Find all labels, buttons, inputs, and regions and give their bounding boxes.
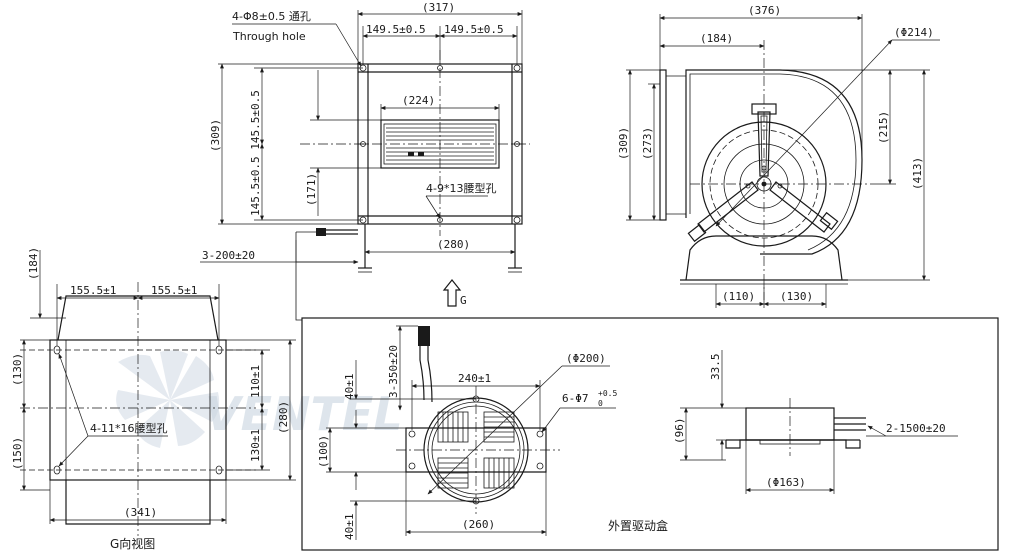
watermark: VENTEL	[116, 350, 403, 448]
driver-dim-cable: 3-350±20	[387, 345, 400, 398]
driver-hole-tol-lower: 0	[598, 399, 603, 408]
g-dim-lower-gap: (150)	[11, 437, 24, 470]
g-dim-right-upper: 110±1	[249, 365, 262, 398]
side-dim-height-left: (309)	[617, 127, 630, 160]
g-dim-pitch-left: 155.5±1	[70, 284, 116, 297]
driver-box-caption: 外置驱动盒	[608, 518, 668, 533]
driver-dim-diameter: (Φ200)	[566, 352, 606, 365]
driver-dim-lower-offset: 40±1	[343, 514, 356, 541]
front-dim-outlet-width: (224)	[402, 94, 435, 107]
driver-dim-center-height: (100)	[317, 435, 330, 468]
front-slot-callout: 4-9*13腰型孔	[426, 181, 496, 195]
g-dim-pitch-right: 155.5±1	[151, 284, 197, 297]
front-dim-pitch-right: 149.5±0.5	[444, 23, 504, 36]
side-dim-outlet-height: (215)	[877, 111, 890, 144]
front-view: (317) 149.5±0.5 149.5±0.5 4-Φ8±0.5 通孔 Th…	[200, 1, 530, 321]
fan-blades	[386, 127, 494, 161]
driver-dim-bottom-width: (260)	[462, 518, 495, 531]
driver-side-dim-width: (Φ163)	[766, 476, 806, 489]
g-dim-right-overall: (280)	[277, 401, 290, 434]
front-dim-vertical-pitch: 145.5±0.5 145.5±0.5	[249, 90, 262, 216]
side-dim-height-inner: (273)	[641, 127, 654, 160]
front-hole-callout: 4-Φ8±0.5 通孔	[232, 10, 311, 23]
driver-box-front	[396, 326, 560, 514]
side-dim-overall-width: (376)	[748, 4, 781, 17]
g-dim-bottom-width: (341)	[124, 506, 157, 519]
front-dim-height-overall: (309)	[209, 119, 222, 152]
driver-side-dim-total: (96)	[673, 418, 686, 445]
g-dim-right-lower: 130±1	[249, 429, 262, 462]
front-dim-outlet-height: (171)	[305, 173, 318, 206]
g-dim-top-offset: (184)	[27, 247, 40, 280]
side-view: (376) (184) (Φ214) (309) (273) (215) (41…	[617, 4, 940, 308]
driver-box-panel: 240±1 (260) 3-350±20 40±1 (100) 40±1 (Φ2…	[301, 317, 999, 551]
driver-side-dim-cable: 2-1500±20	[886, 422, 946, 435]
driver-side-dim-height: 33.5	[709, 354, 722, 381]
g-dim-upper-gap: (130)	[11, 353, 24, 386]
front-dim-pitch-left: 149.5±0.5	[366, 23, 426, 36]
side-dim-left-offset: (184)	[700, 32, 733, 45]
heatsink-fins	[437, 411, 515, 489]
view-arrow-label: G	[460, 294, 467, 307]
front-dim-foot-span: (280)	[437, 238, 470, 251]
side-dim-foot-right: (130)	[780, 290, 813, 303]
view-arrow-icon	[442, 279, 462, 307]
driver-dim-hole-pitch: 240±1	[458, 372, 491, 385]
front-dim-cable: 3-200±20	[202, 249, 255, 262]
driver-hole-tol-upper: +0.5	[598, 389, 617, 398]
side-dim-total-height: (413)	[911, 157, 924, 190]
front-hole-callout-en: Through hole	[232, 30, 306, 43]
side-dim-foot-left: (110)	[722, 290, 755, 303]
g-slot-callout: 4-11*16腰型孔	[90, 421, 167, 435]
side-dim-wheel-diameter: (Φ214)	[894, 26, 934, 39]
driver-box-side	[725, 398, 866, 456]
g-view-caption: G向视图	[110, 536, 155, 551]
support-spokes	[687, 103, 839, 243]
front-dim-width-overall: (317)	[422, 1, 455, 14]
driver-dim-upper-offset: 40±1	[343, 374, 356, 401]
g-view: 155.5±1 155.5±1 (184) (130) (150) 110±1 …	[11, 247, 296, 551]
driver-hole-callout: 6-Φ7	[562, 392, 589, 405]
watermark-text: VENTEL	[205, 387, 403, 441]
